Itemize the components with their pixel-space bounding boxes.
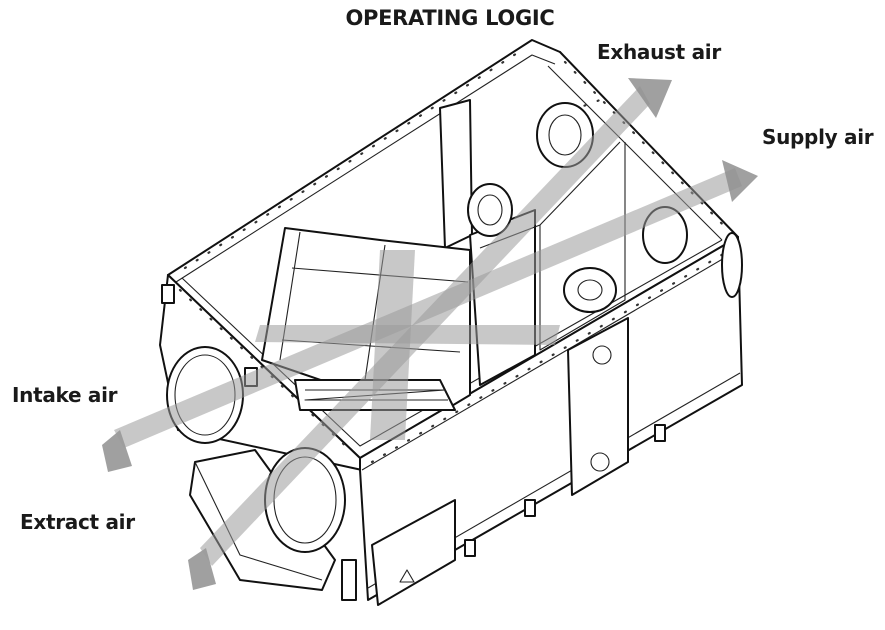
access-panel-knob-bottom	[590, 452, 610, 472]
top-right-edge	[559, 51, 739, 238]
crossing-flow-b	[370, 250, 415, 440]
intake-air-label: Intake air	[12, 383, 118, 407]
bracket-front-low	[464, 539, 476, 557]
warning-sign	[399, 569, 415, 583]
exhaust-arrowhead	[628, 78, 672, 118]
intake-to-supply-shaft	[114, 168, 742, 448]
extract-fan-housing	[467, 183, 513, 237]
top-rear-inner-edge	[175, 54, 556, 283]
exhaust-air-label: Exhaust air	[597, 40, 721, 64]
drain-fitting	[341, 559, 357, 601]
extract-fan-inlet	[477, 194, 503, 226]
bracket-front-mid	[524, 499, 536, 517]
exhaust-fan-inlet	[548, 114, 582, 156]
front-details	[161, 284, 666, 606]
bracket-left-top	[161, 284, 175, 304]
right-duct-collar	[721, 232, 743, 298]
access-panel	[567, 317, 629, 496]
airflow-arrows	[102, 78, 758, 590]
electrical-box	[371, 499, 456, 606]
rivets-front-top	[370, 248, 732, 464]
access-panel-knob-top	[592, 345, 612, 365]
top-right-inner-edge	[547, 65, 723, 241]
bracket-front-right	[654, 424, 666, 442]
drip-tray-edge	[194, 461, 323, 581]
supply-air-label: Supply air	[762, 125, 874, 149]
extract-air-label: Extract air	[20, 510, 135, 534]
extract-arrow-tail	[188, 548, 216, 590]
drip-tray	[189, 449, 336, 591]
top-rear-edge	[167, 39, 561, 276]
intake-to-supply-arrow	[102, 160, 758, 472]
front-face-top-rail	[361, 249, 739, 471]
rivets-top-rear	[183, 46, 527, 270]
supply-fan-wheel-hub	[577, 279, 603, 301]
diagram-title: OPERATING LOGIC	[345, 6, 555, 30]
supply-arrowhead	[722, 160, 758, 202]
intake-arrow-tail	[102, 430, 132, 472]
supply-fan-wheel	[563, 267, 617, 313]
divider-wall-rear	[439, 99, 473, 249]
rivets-top-right	[563, 60, 732, 234]
